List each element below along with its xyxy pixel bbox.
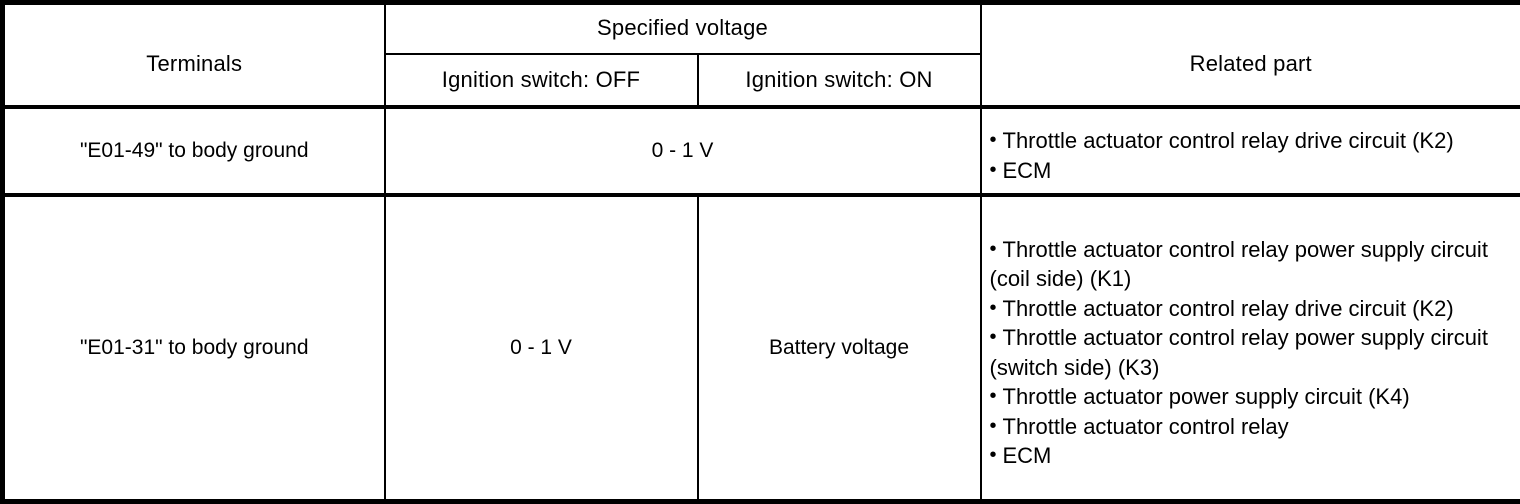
- related-part-item: •Throttle actuator control relay: [990, 412, 1515, 442]
- column-header-specified-voltage-label: Specified voltage: [597, 15, 768, 40]
- related-part-item: •Throttle actuator power supply circuit …: [990, 382, 1515, 412]
- table-row: "E01-31" to body ground 0 - 1 V Battery …: [1, 193, 1520, 503]
- cell-voltage-ignition-off: 0 - 1 V: [383, 193, 699, 503]
- cell-terminal: "E01-31" to body ground: [1, 193, 386, 503]
- header-row-primary: Terminals Specified voltage Related part: [1, 1, 1520, 108]
- bullet-icon: •: [989, 444, 997, 467]
- related-part-item: •Throttle actuator control relay drive c…: [990, 126, 1515, 156]
- column-header-terminals-label: Terminals: [146, 51, 243, 76]
- bullet-icon: •: [989, 414, 997, 437]
- table-header: Terminals Specified voltage Related part…: [1, 1, 1520, 108]
- related-part-item-label: Throttle actuator power supply circuit (…: [1002, 384, 1410, 410]
- related-part-list: •Throttle actuator control relay drive c…: [982, 117, 1520, 185]
- related-part-item-label: Throttle actuator control relay drive ci…: [1002, 295, 1454, 321]
- column-header-terminals: Terminals: [1, 1, 386, 108]
- bullet-icon: •: [989, 326, 997, 349]
- column-header-ignition-on: Ignition switch: ON: [696, 53, 982, 108]
- bullet-icon: •: [989, 385, 997, 408]
- related-part-item-label: Throttle actuator control relay power su…: [989, 236, 1488, 292]
- table-row: "E01-49" to body ground 0 - 1 V •Throttl…: [1, 104, 1520, 197]
- bullet-icon: •: [989, 129, 997, 152]
- related-part-item: •ECM: [990, 441, 1515, 471]
- header-row-secondary: Ignition switch: OFF Ignition switch: ON: [3, 53, 1520, 108]
- related-part-item: •Throttle actuator control relay power s…: [990, 235, 1515, 294]
- related-part-item-label: ECM: [1002, 443, 1052, 469]
- related-part-list: •Throttle actuator control relay power s…: [982, 226, 1520, 471]
- column-header-ignition-off: Ignition switch: OFF: [383, 53, 699, 108]
- cell-related-part: •Throttle actuator control relay power s…: [979, 193, 1520, 503]
- column-header-related-part: Related part: [979, 1, 1520, 108]
- column-header-ignition-off-label: Ignition switch: OFF: [441, 67, 641, 92]
- bullet-icon: •: [989, 296, 997, 319]
- cell-voltage-ignition-on: Battery voltage: [696, 193, 982, 503]
- related-part-item-label: Throttle actuator control relay drive ci…: [1002, 128, 1454, 154]
- column-header-related-part-label: Related part: [1189, 51, 1312, 76]
- related-part-item: •Throttle actuator control relay drive c…: [990, 294, 1515, 324]
- related-part-item-label: Throttle actuator control relay: [1002, 413, 1289, 439]
- related-part-item-label: Throttle actuator control relay power su…: [989, 325, 1488, 380]
- table-body: "E01-49" to body ground 0 - 1 V •Throttl…: [1, 104, 1520, 503]
- bullet-icon: •: [989, 237, 997, 260]
- cell-related-part: •Throttle actuator control relay drive c…: [979, 104, 1520, 197]
- column-header-specified-voltage: Specified voltage: [383, 1, 982, 55]
- bullet-icon: •: [989, 158, 997, 181]
- related-part-item-label: ECM: [1002, 157, 1052, 183]
- cell-voltage-combined: 0 - 1 V: [383, 104, 982, 197]
- related-part-item: •Throttle actuator control relay power s…: [990, 323, 1515, 382]
- column-header-ignition-on-label: Ignition switch: ON: [745, 67, 933, 92]
- related-part-item: •ECM: [990, 156, 1515, 186]
- cell-terminal: "E01-49" to body ground: [1, 104, 386, 197]
